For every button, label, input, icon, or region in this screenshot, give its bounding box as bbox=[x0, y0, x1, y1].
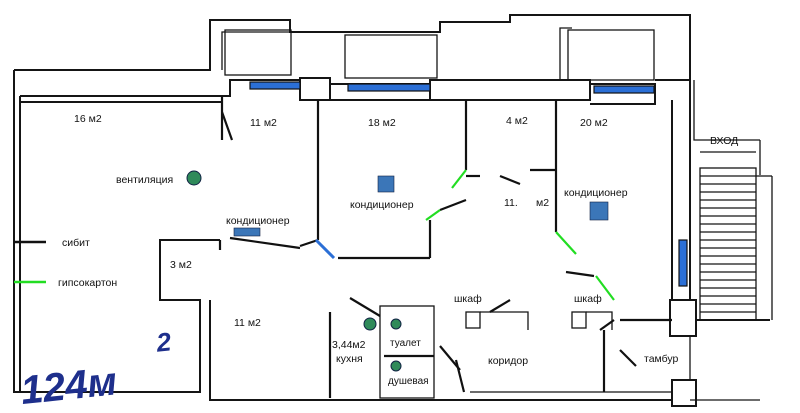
ac-unit-icon bbox=[233, 227, 261, 237]
kitchen-area-label: 3,44м2 bbox=[332, 339, 366, 351]
ac-unit-icon bbox=[589, 201, 609, 221]
entrance-label: ВХОД bbox=[710, 135, 738, 147]
ventilation-icon bbox=[186, 170, 202, 186]
vestibule-label: тамбур bbox=[644, 353, 679, 365]
legend-sibit-label: сибит bbox=[62, 237, 90, 249]
ac-label: кондиционер bbox=[226, 215, 290, 227]
windows bbox=[249, 81, 688, 287]
closet-label: шкаф bbox=[574, 293, 602, 305]
ac-label: кондиционер bbox=[350, 199, 414, 211]
room-area-label: 11 м2 bbox=[250, 117, 277, 129]
shower-icon bbox=[390, 360, 402, 372]
toilet-label: туалет bbox=[390, 338, 421, 349]
entrance-stairs bbox=[699, 167, 773, 321]
shower-label: душевая bbox=[388, 376, 429, 387]
stove-icon bbox=[363, 317, 377, 331]
legend: сибит гипсокартон bbox=[14, 237, 117, 289]
legend-gypsum-label: гипсокартон bbox=[58, 277, 117, 289]
partitions-gypsum bbox=[425, 169, 615, 301]
room-area-label: 11 м2 bbox=[234, 317, 261, 329]
ac-label: кондиционер bbox=[564, 187, 628, 199]
room-area-label: м2 bbox=[536, 197, 549, 209]
toilet-icon bbox=[390, 318, 402, 330]
ventilation-label: вентиляция bbox=[116, 174, 173, 186]
ac-unit-icon bbox=[377, 175, 395, 193]
room-area-label: 20 м2 bbox=[580, 117, 608, 129]
kitchen-label: кухня bbox=[336, 353, 363, 365]
room-area-label: 11. bbox=[504, 197, 518, 209]
partitions-sibit bbox=[218, 96, 672, 399]
closet-label: шкаф bbox=[454, 293, 482, 305]
corridor-label: коридор bbox=[488, 355, 528, 367]
total-area-label: 124м bbox=[19, 359, 119, 413]
room-area-label: 16 м2 bbox=[74, 113, 102, 125]
room-area-label: 3 м2 bbox=[170, 259, 192, 271]
room-area-label: 18 м2 bbox=[368, 117, 396, 129]
total-area-sup: 2 bbox=[154, 326, 173, 358]
door-blue bbox=[314, 238, 336, 260]
room-area-label: 4 м2 bbox=[506, 115, 528, 127]
